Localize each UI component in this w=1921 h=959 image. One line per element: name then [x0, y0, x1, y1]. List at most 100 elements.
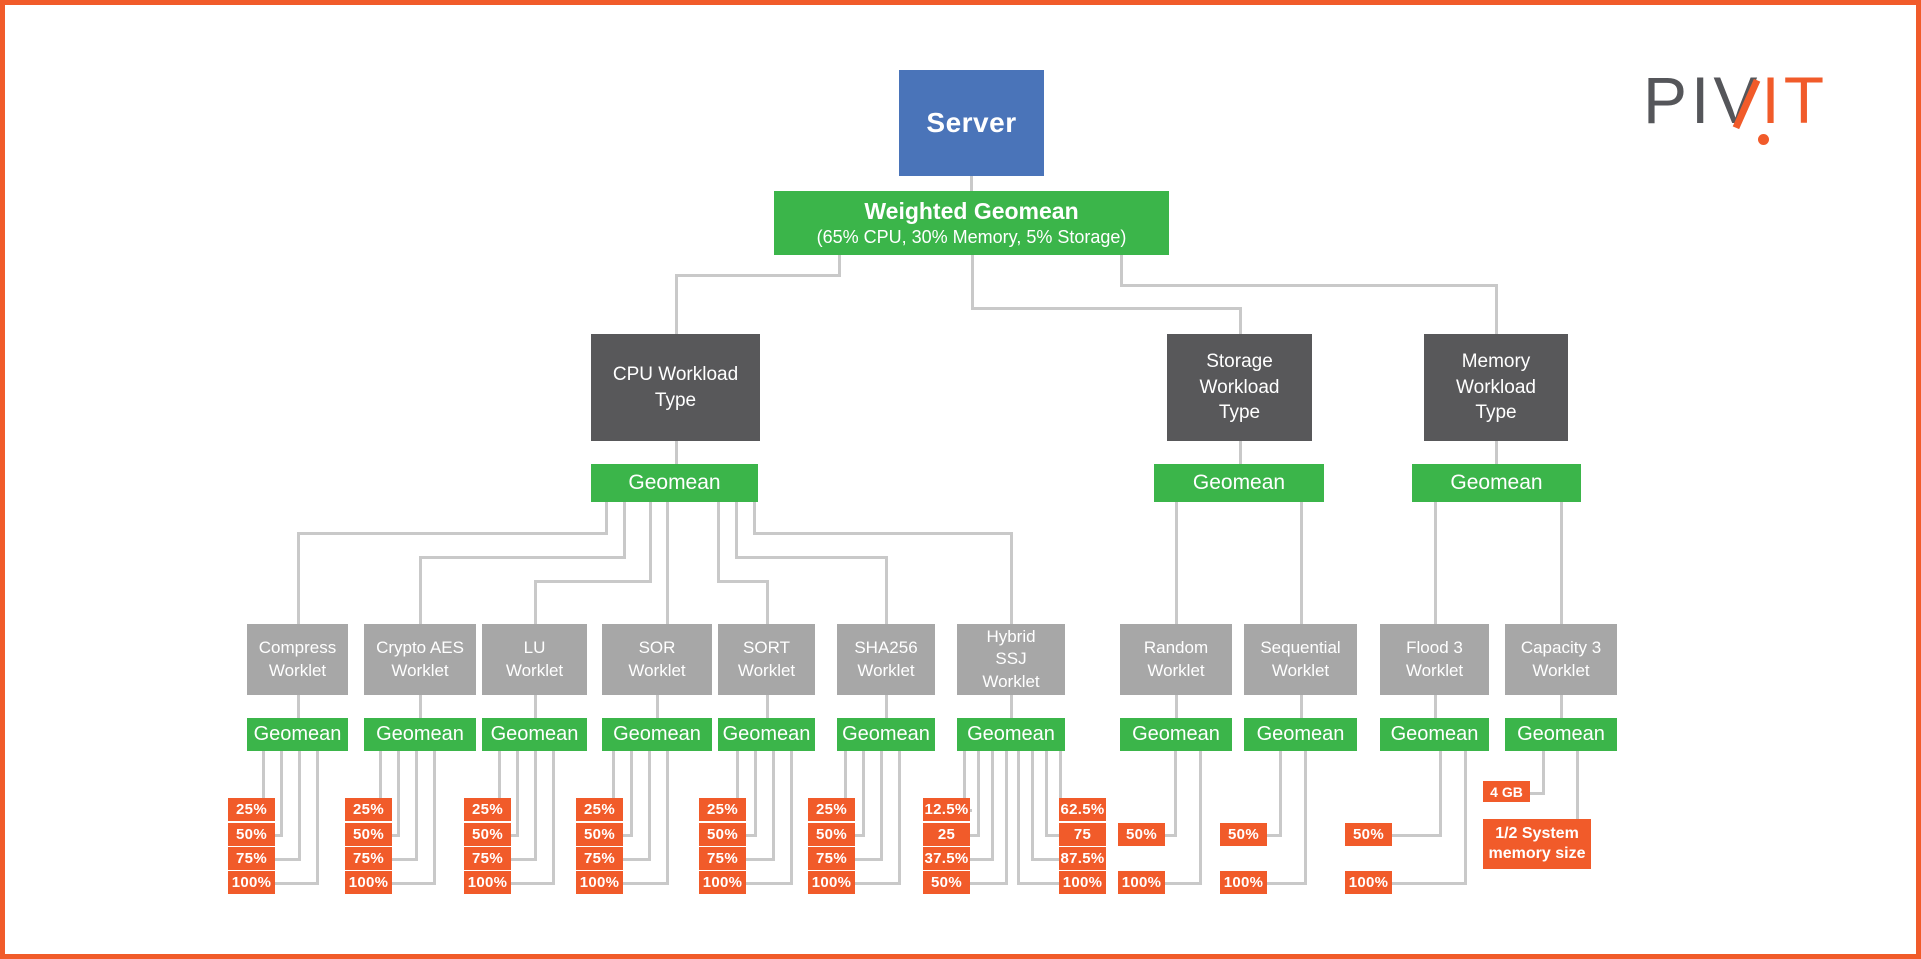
load-box-hybrid-ssj-r1: 75 [1059, 823, 1106, 846]
connector-line [753, 532, 1013, 535]
connector-line [1433, 695, 1437, 721]
connector-line [649, 502, 652, 583]
geomean-box-cpu: Geomean [591, 464, 758, 502]
load-box-flood-3-0: 50% [1345, 823, 1392, 846]
load-box-sor-0: 25% [576, 798, 623, 821]
worklet-box-lu: LU Worklet [482, 624, 587, 695]
load-box-sor-3: 100% [576, 871, 623, 894]
connector-line [753, 502, 756, 535]
connector-line [296, 532, 300, 627]
load-box-compress-3: 100% [228, 871, 275, 894]
connector-line [1560, 502, 1563, 627]
connector-line [419, 556, 626, 559]
connector-line [963, 751, 966, 812]
connector-line [969, 834, 980, 837]
worklet-box-hybrid-ssj: Hybrid SSJ Worklet [957, 624, 1065, 695]
load-box-sha256-0: 25% [808, 798, 855, 821]
connector-line [1391, 882, 1467, 885]
load-box-sor-2: 75% [576, 847, 623, 870]
load-box-hybrid-ssj-1: 25 [923, 823, 970, 846]
load-box-compress-2: 75% [228, 847, 275, 870]
connector-line [534, 751, 537, 861]
connector-line [854, 858, 883, 861]
connector-line [674, 274, 678, 337]
load-box-sequential-0: 50% [1220, 823, 1267, 846]
connector-line [622, 834, 633, 837]
geomean-box-crypto-aes: Geomean [364, 718, 476, 751]
connector-line [605, 502, 608, 535]
load-box-sort-3: 100% [699, 871, 746, 894]
worklet-box-random: Random Worklet [1120, 624, 1232, 695]
connector-line [898, 751, 901, 885]
connector-line [533, 580, 537, 627]
load-box-capacity-4gb: 4 GB [1483, 781, 1530, 802]
pivit-logo-orange-text: IT [1761, 63, 1829, 137]
branch-box-storage: Storage Workload Type [1167, 334, 1312, 441]
connector-line [648, 751, 651, 861]
connector-line [1279, 751, 1282, 837]
connector-line [1433, 502, 1437, 627]
connector-line [274, 834, 283, 837]
load-box-lu-2: 75% [464, 847, 511, 870]
geomean-box-memory: Geomean [1412, 464, 1581, 502]
connector-line [1174, 751, 1177, 837]
connector-line [1542, 751, 1545, 795]
load-box-hybrid-ssj-2: 37.5% [923, 847, 970, 870]
connector-line [1495, 284, 1498, 337]
worklet-box-crypto-aes: Crypto AES Worklet [364, 624, 476, 695]
load-box-sha256-3: 100% [808, 871, 855, 894]
branch-box-memory: Memory Workload Type [1424, 334, 1568, 441]
connector-line [717, 580, 769, 583]
connector-line [745, 858, 775, 861]
connector-line [885, 695, 888, 721]
connector-line [854, 882, 901, 885]
connector-line [854, 834, 865, 837]
connector-line [1120, 284, 1498, 287]
load-box-crypto-aes-2: 75% [345, 847, 392, 870]
load-box-hybrid-ssj-0: 12.5% [923, 798, 970, 821]
connector-line [510, 882, 555, 885]
connector-line [1464, 751, 1467, 885]
geomean-box-storage: Geomean [1154, 464, 1324, 502]
server-label: Server [926, 107, 1017, 138]
connector-line [735, 556, 888, 559]
connector-line [1439, 751, 1442, 837]
pivit-logo-dot-icon [1758, 134, 1769, 145]
connector-line [838, 255, 841, 277]
connector-line [1045, 751, 1048, 837]
load-box-lu-3: 100% [464, 871, 511, 894]
connector-line [1164, 882, 1202, 885]
connector-line [969, 858, 994, 861]
connector-line [516, 751, 519, 837]
connector-line [772, 751, 775, 861]
connector-line [977, 751, 980, 837]
connector-line [1045, 834, 1061, 837]
connector-line [1175, 502, 1178, 627]
connector-line [717, 502, 720, 583]
connector-line [533, 695, 537, 721]
load-box-crypto-aes-3: 100% [345, 871, 392, 894]
connector-line [379, 751, 382, 801]
connector-line [433, 751, 436, 885]
connector-line [612, 751, 615, 801]
load-box-flood-3-1: 100% [1345, 871, 1392, 894]
connector-line [1031, 751, 1034, 861]
connector-line [656, 695, 659, 721]
connector-line [735, 502, 738, 559]
load-box-hybrid-ssj-r2: 87.5% [1059, 847, 1106, 870]
connector-line [880, 751, 883, 861]
connector-line [397, 751, 400, 837]
connector-line [971, 255, 974, 310]
connector-line [1238, 307, 1242, 337]
geomean-box-lu: Geomean [482, 718, 587, 751]
connector-line [510, 834, 519, 837]
connector-line [1017, 882, 1061, 885]
connector-line [1266, 882, 1307, 885]
load-box-compress-0: 25% [228, 798, 275, 821]
worklet-box-sor: SOR Worklet [602, 624, 712, 695]
connector-line [296, 695, 300, 721]
connector-line [280, 751, 283, 837]
connector-line [622, 858, 651, 861]
connector-line [498, 751, 501, 801]
load-box-capacity-half-system: 1/2 System memory size [1483, 819, 1591, 869]
